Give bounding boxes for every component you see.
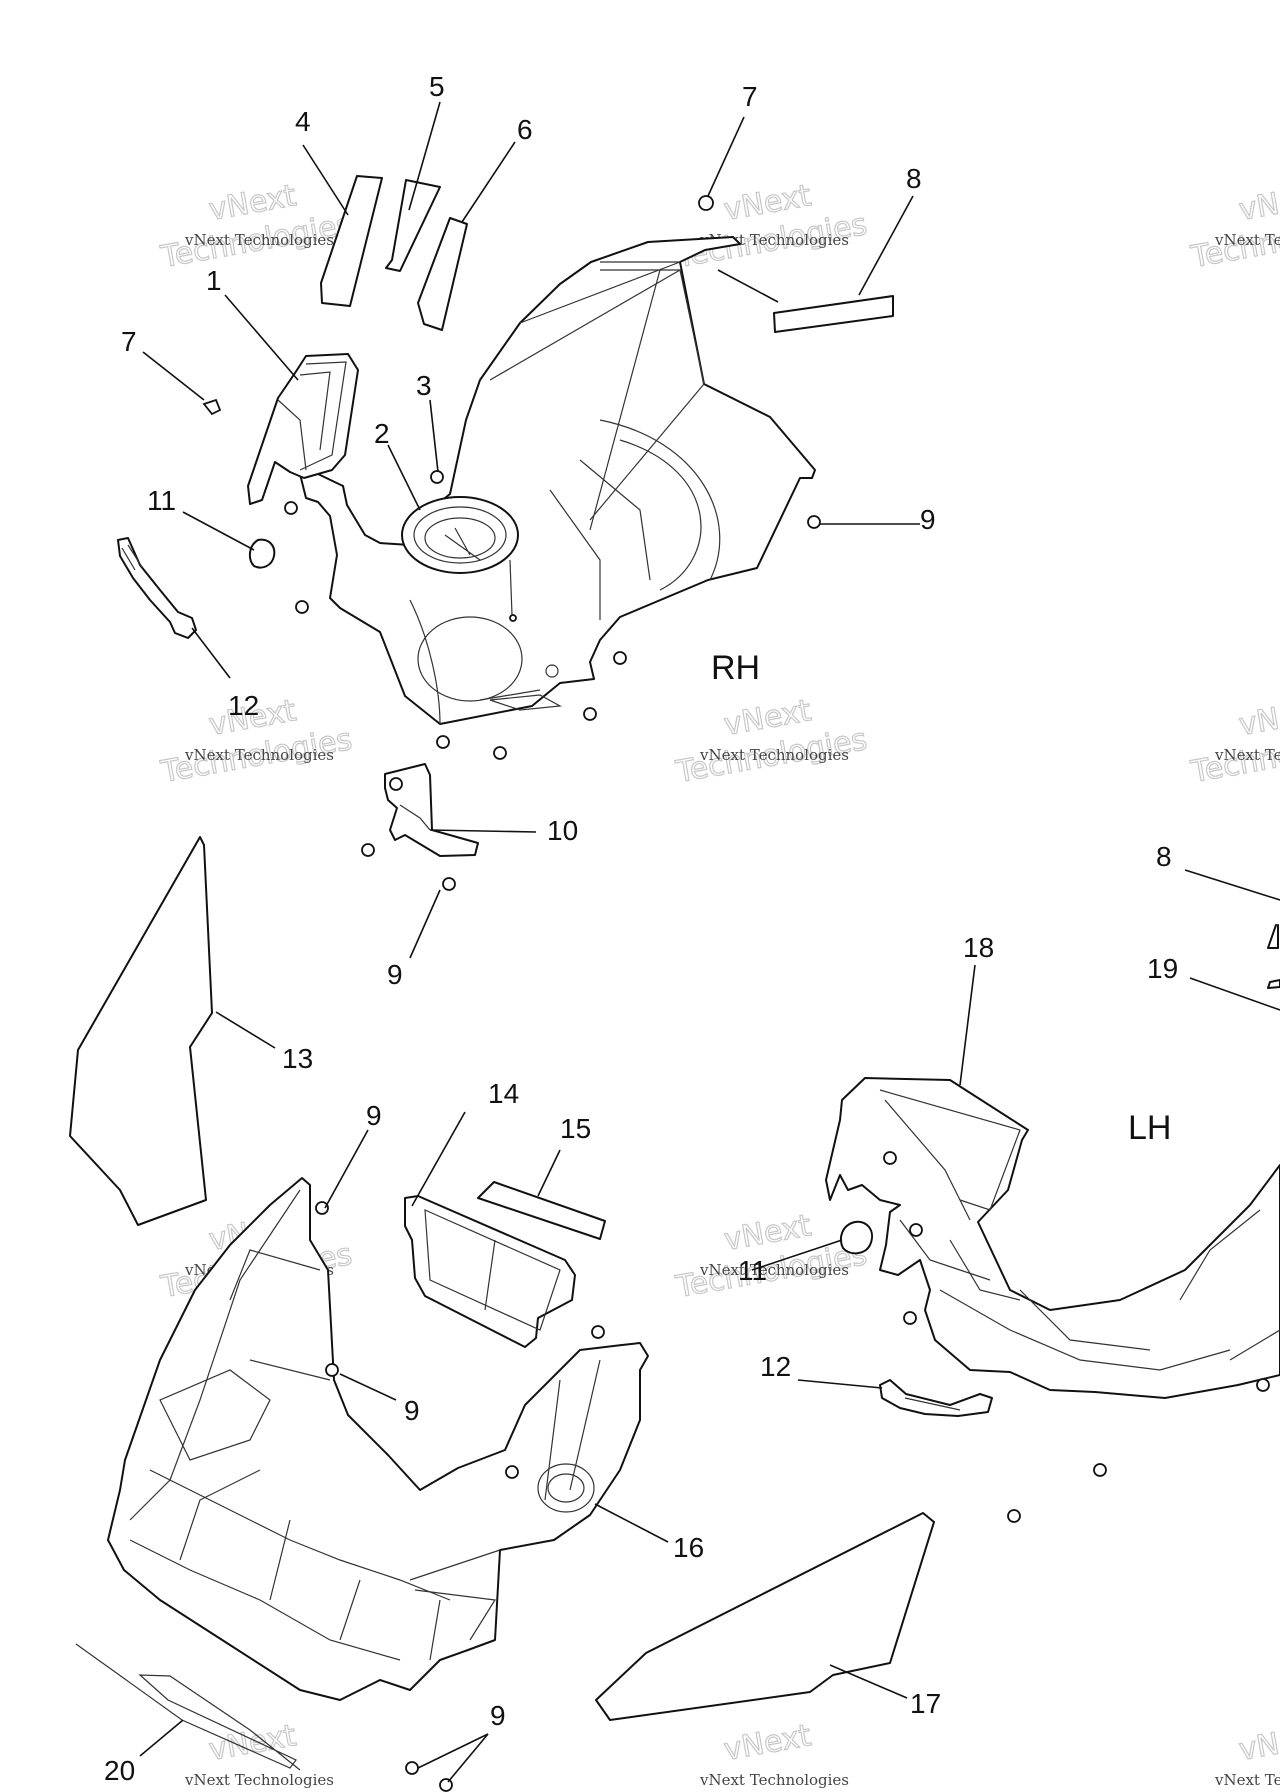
callout-7-left: 7 — [121, 326, 137, 357]
rh-panel — [298, 236, 816, 725]
watermark: vNext Technologies vNext Technologies — [1187, 693, 1280, 791]
leader-lines — [139, 101, 1280, 1783]
cap-11-rh — [248, 538, 276, 569]
watermark-text: vNext — [1236, 178, 1280, 228]
strap-12-rh — [117, 537, 197, 639]
callout-6: 6 — [517, 114, 533, 145]
watermark-text: vNext — [721, 1718, 814, 1768]
watermark: vNext Technologies vNext Technologies — [157, 178, 355, 276]
callout-3: 3 — [416, 370, 432, 401]
watermark: vNext Technologies vNext Technologies — [672, 1208, 870, 1306]
watermark-text: vNext Technologies — [184, 231, 334, 249]
callout-8-top: 8 — [906, 163, 922, 194]
watermark-text: vNext Technologies — [699, 746, 849, 764]
side-panel-13 — [69, 836, 213, 1226]
callout-5: 5 — [429, 71, 445, 102]
decal-strip-8 — [773, 295, 894, 333]
callout-20: 20 — [104, 1755, 135, 1786]
watermark-text: vNext Technologies — [699, 1771, 849, 1789]
callout-layer: 4 5 6 7 8 1 7 3 2 11 9 12 10 9 13 9 14 1… — [104, 71, 1178, 1786]
callout-8-lh: 8 — [1156, 841, 1172, 872]
fasteners-rh — [202, 195, 821, 891]
watermark-text: vNext Technologies — [699, 1261, 849, 1279]
callout-9-left: 9 — [366, 1100, 382, 1131]
callout-12-rh: 12 — [228, 690, 259, 721]
watermark: vNext vNext Technologies — [699, 1718, 849, 1789]
callout-9-rh: 9 — [920, 504, 936, 535]
side-panel-17 — [595, 1512, 935, 1721]
trim-19-lh — [1267, 979, 1280, 989]
fasteners-lh — [883, 1151, 1270, 1523]
callout-7-top: 7 — [742, 81, 758, 112]
callout-1: 1 — [206, 265, 222, 296]
watermark-text: vNext Technologies — [184, 1771, 334, 1789]
callout-17: 17 — [910, 1688, 941, 1719]
callout-14: 14 — [488, 1078, 519, 1109]
watermark-text: vNext — [206, 1718, 299, 1768]
decal-20 — [75, 1643, 301, 1771]
callout-2: 2 — [374, 418, 390, 449]
callout-12-lh: 12 — [760, 1351, 791, 1382]
watermark-text: vNext Technologies — [1214, 746, 1280, 764]
lh-panel — [825, 1077, 1280, 1399]
foam-pad-6 — [417, 217, 468, 331]
callout-15: 15 — [560, 1113, 591, 1144]
callout-19: 19 — [1147, 953, 1178, 984]
callout-9-middle: 9 — [404, 1395, 420, 1426]
watermark-text: vNext — [1236, 1718, 1280, 1768]
watermark: vNext Technologies vNext Technologies — [1187, 178, 1280, 276]
cap-11-lh — [839, 1220, 874, 1255]
callout-13: 13 — [282, 1043, 313, 1074]
watermark: vNext vNext Technologies — [1214, 1718, 1280, 1789]
foam-pad-4 — [320, 175, 383, 307]
side-label-rh: RH — [711, 649, 760, 687]
callout-18: 18 — [963, 932, 994, 963]
watermark-text: vNext Technologies — [1214, 1771, 1280, 1789]
bracket-1 — [247, 353, 359, 505]
watermark-text: vNext — [1236, 693, 1280, 743]
fasteners-lower-left — [315, 1201, 605, 1792]
side-label-lh: LH — [1128, 1109, 1171, 1147]
grill-14 — [404, 1195, 576, 1348]
decal-strip-15 — [477, 1181, 606, 1240]
decal-strip-8-lh — [1267, 924, 1279, 949]
callout-9-under-10: 9 — [387, 959, 403, 990]
watermark: vNext Technologies vNext Technologies — [672, 178, 870, 276]
foam-pad-5 — [385, 179, 441, 272]
callout-11-lh: 11 — [738, 1255, 767, 1286]
callout-16: 16 — [673, 1532, 704, 1563]
callout-10: 10 — [547, 815, 578, 846]
watermark-text: vNext Technologies — [1214, 231, 1280, 249]
watermark-text: vNext Technologies — [184, 746, 334, 764]
callout-4: 4 — [295, 106, 311, 137]
callout-11-rh: 11 — [147, 485, 176, 516]
bracket-10 — [384, 763, 479, 857]
lower-left-panel — [107, 1177, 649, 1701]
watermark: vNext Technologies vNext Technologies — [672, 693, 870, 791]
strap-12-lh — [879, 1379, 993, 1417]
callout-9-bottom: 9 — [490, 1700, 506, 1731]
